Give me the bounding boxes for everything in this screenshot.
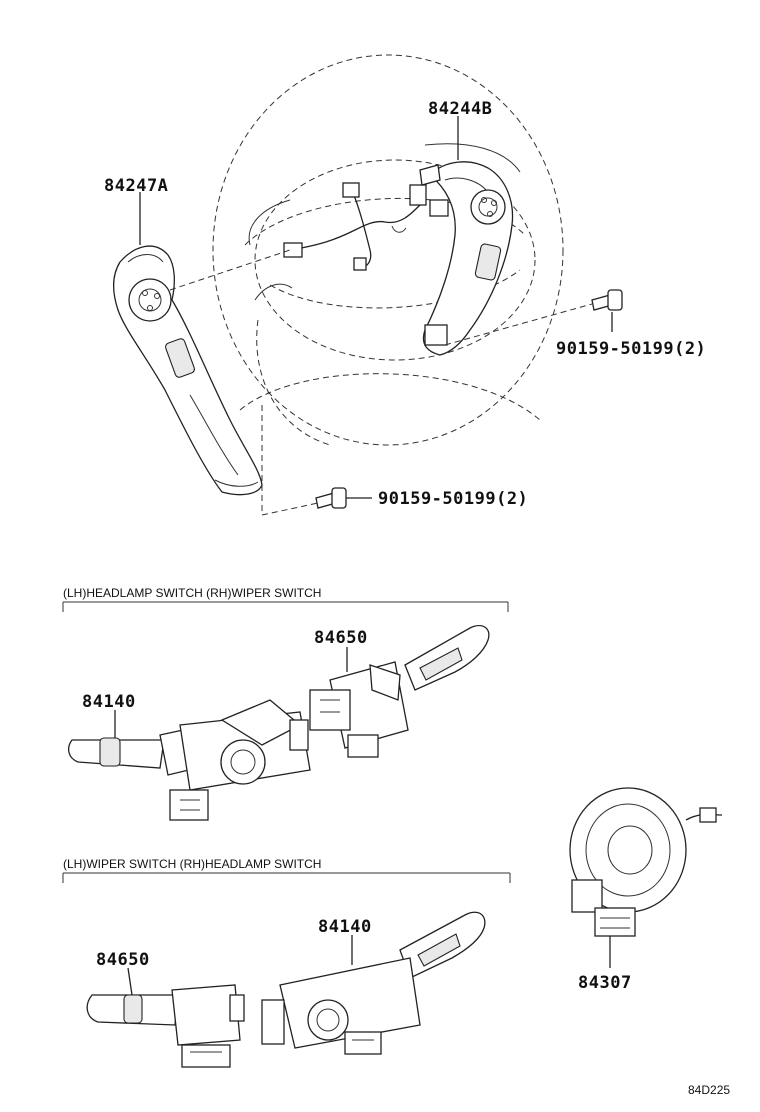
screw-right [591,289,623,311]
steering-wheel [212,54,564,446]
part-number-84650-top: 84650 [314,628,368,648]
wire-harness [283,182,427,271]
switch-pad-left [113,245,263,496]
caption-group-bottom: (LH)WIPER SWITCH (RH)HEADLAMP SWITCH [63,857,321,871]
leader-lines [139,116,613,516]
caption-group-top: (LH)HEADLAMP SWITCH (RH)WIPER SWITCH [63,586,321,600]
headlamp-switch-lever-top [67,699,311,821]
part-number-84244B: 84244B [428,99,492,119]
wiper-switch-lever-top [309,625,490,758]
screw-bottom [315,487,347,509]
part-number-screw-right: 90159-50199(2) [556,339,706,359]
headlamp-switch-lever-bottom [261,911,486,1055]
part-number-84247A: 84247A [104,176,168,196]
part-number-84140-top: 84140 [82,692,136,712]
figure-code: 84D225 [688,1083,730,1097]
part-number-screw-bottom: 90159-50199(2) [378,489,528,509]
part-number-84307: 84307 [578,973,632,993]
spiral-cable [569,787,723,968]
switch-pad-right [419,161,514,356]
group-bracket-bottom [62,872,511,883]
lever-leader-lines [114,647,353,996]
wiper-switch-lever-bottom [86,984,245,1068]
part-number-84140-bottom: 84140 [318,917,372,937]
group-bracket-top [62,601,509,612]
part-number-84650-bottom: 84650 [96,950,150,970]
